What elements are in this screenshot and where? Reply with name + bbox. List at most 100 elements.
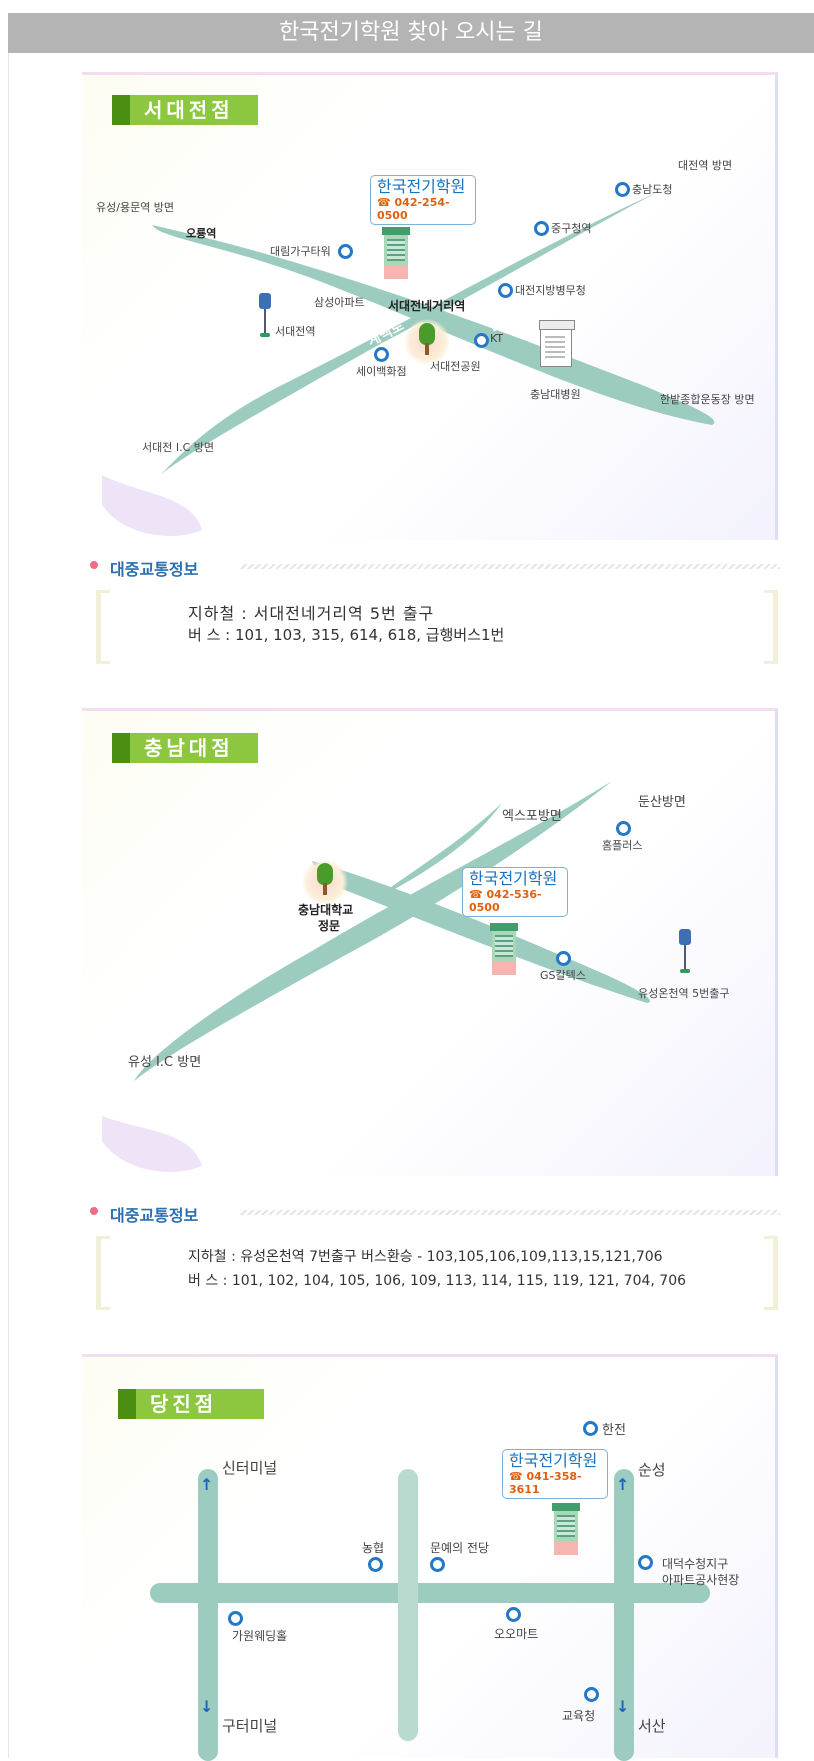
poi-kt[interactable] bbox=[474, 333, 489, 348]
bus-info: 버 스 : 101, 102, 104, 105, 106, 109, 113,… bbox=[188, 1273, 687, 1289]
academy-tel: ☎ 041-358-3611 bbox=[509, 1470, 582, 1496]
bracket-right bbox=[764, 590, 778, 664]
label-daerim: 대림가구타워 bbox=[270, 245, 331, 258]
label-intersection: 서대전네거리역 bbox=[388, 299, 466, 313]
transit-title: 대중교통정보 bbox=[110, 560, 199, 579]
label-daedeok-2: 아파트공사현장 bbox=[662, 1573, 740, 1587]
transit-title: 대중교통정보 bbox=[110, 1206, 199, 1225]
transit-header-chungnam: 대중교통정보 bbox=[90, 1202, 780, 1225]
label-munye: 문예의 전당 bbox=[430, 1541, 490, 1555]
dashed-rule bbox=[240, 1210, 780, 1215]
label-seodae-station: 서대전역 bbox=[275, 325, 316, 338]
poi-hanjeon[interactable] bbox=[583, 1421, 598, 1436]
poi-education[interactable] bbox=[584, 1687, 599, 1702]
map-chungnam: 충남대점 엑스포방면 둔산방면 홈플러스 충남대학교 정문 한국전기학원 ☎ 0… bbox=[82, 708, 778, 1176]
map-dangjin: 당진점 한전 ↑ 신터미널 한국전기학원 ☎ 041-358-3611 ↑ 순성… bbox=[82, 1354, 778, 1761]
bus-stop-icon bbox=[678, 929, 692, 975]
poi-munye[interactable] bbox=[430, 1557, 445, 1572]
label-hanbat-dir: 한밭종합운동장 방면 bbox=[660, 393, 755, 406]
label-yuseong-dir: 유성/용문역 방면 bbox=[96, 201, 175, 214]
branch-name: 서대전점 bbox=[144, 98, 234, 122]
academy-building-icon bbox=[382, 227, 410, 279]
label-sei: 세이백화점 bbox=[356, 365, 407, 378]
tag-mark bbox=[118, 1389, 136, 1419]
poi-oo-mart[interactable] bbox=[506, 1607, 521, 1622]
branch-name: 당진점 bbox=[150, 1392, 218, 1416]
transit-header-seodae: 대중교통정보 bbox=[90, 556, 780, 579]
poi-chungnam-do[interactable] bbox=[615, 182, 630, 197]
label-hospital: 충남대병원 bbox=[530, 388, 581, 401]
transit-info-chungnam: 지하철 : 유성온천역 7번출구 버스환승 - 103,105,106,109,… bbox=[96, 1236, 778, 1310]
label-ic-dir: 서대전 I.C 방면 bbox=[142, 441, 215, 454]
academy-tel: ☎ 042-254-0500 bbox=[377, 196, 450, 222]
label-yuseong-ic: 유성 I.C 방면 bbox=[128, 1055, 202, 1070]
page-title-bar: 한국전기학원 찾아 오시는 길 bbox=[8, 13, 814, 53]
univ-tree-icon bbox=[302, 859, 348, 905]
branch-tag-dangjin: 당진점 bbox=[118, 1389, 264, 1419]
branch-tag-seodae: 서대전점 bbox=[112, 95, 258, 125]
tag-mark bbox=[112, 733, 130, 763]
bus-stop-icon bbox=[258, 293, 272, 339]
label-daedeok-1: 대덕수청지구 bbox=[662, 1557, 729, 1571]
label-hanjeon: 한전 bbox=[602, 1423, 626, 1438]
roads-dangjin bbox=[150, 1469, 710, 1761]
bullet-icon bbox=[90, 561, 98, 569]
poi-nonghyup[interactable] bbox=[368, 1557, 383, 1572]
label-seosan: 서산 bbox=[638, 1717, 666, 1735]
label-sinterminal: 신터미널 bbox=[222, 1459, 278, 1477]
dashed-rule bbox=[240, 564, 780, 569]
label-yuseong-spa: 유성온천역 5번출구 bbox=[638, 987, 730, 1000]
arrow-down-icon: ↓ bbox=[200, 1697, 214, 1716]
arrow-up-icon: ↑ bbox=[616, 1475, 630, 1494]
poi-gs[interactable] bbox=[556, 951, 571, 966]
academy-callout-seodae[interactable]: 한국전기학원 ☎ 042-254-0500 bbox=[370, 175, 476, 225]
label-guterminal: 구터미널 bbox=[222, 1717, 278, 1735]
subway-info: 지하철 : 서대전네거리역 5번 출구 bbox=[188, 604, 435, 623]
poi-daedeok[interactable] bbox=[638, 1555, 653, 1570]
label-gs: GS칼텍스 bbox=[540, 969, 586, 982]
park-tree-icon bbox=[404, 319, 450, 365]
label-homeplus: 홈플러스 bbox=[602, 839, 643, 852]
arrow-up-icon: ↑ bbox=[200, 1475, 214, 1494]
academy-name: 한국전기학원 bbox=[469, 869, 558, 888]
branch-tag-chungnam: 충남대점 bbox=[112, 733, 258, 763]
academy-name: 한국전기학원 bbox=[509, 1451, 598, 1470]
label-education: 교육청 bbox=[562, 1709, 596, 1723]
academy-callout-dangjin[interactable]: 한국전기학원 ☎ 041-358-3611 bbox=[502, 1449, 608, 1499]
poi-sei[interactable] bbox=[374, 347, 389, 362]
page-title: 한국전기학원 찾아 오시는 길 bbox=[279, 20, 543, 45]
label-park: 서대전공원 bbox=[430, 360, 481, 373]
bracket-left bbox=[96, 590, 110, 664]
label-junggu: 중구청역 bbox=[551, 222, 592, 235]
bracket-left bbox=[96, 1236, 110, 1310]
label-samsung-apt: 삼성아파트 bbox=[314, 296, 365, 309]
map-seodae: 서대전점 대전역 방면 충남도청 유성/용문역 방면 오룡역 한국전기학원 ☎ … bbox=[82, 72, 778, 540]
academy-tel: ☎ 042-536-0500 bbox=[469, 888, 542, 914]
poi-gawon[interactable] bbox=[228, 1611, 243, 1626]
bracket-right bbox=[764, 1236, 778, 1310]
label-kt: KT bbox=[490, 332, 504, 345]
label-chungnam-do: 충남도청 bbox=[632, 183, 673, 196]
label-univ-gate-2: 정문 bbox=[318, 919, 341, 933]
bus-info: 버 스 : 101, 103, 315, 614, 618, 급행버스1번 bbox=[188, 626, 505, 644]
label-oryong: 오룡역 bbox=[186, 227, 217, 240]
academy-callout-chungnam[interactable]: 한국전기학원 ☎ 042-536-0500 bbox=[462, 867, 568, 917]
poi-junggu[interactable] bbox=[534, 221, 549, 236]
tag-mark bbox=[112, 95, 130, 125]
arrow-down-icon: ↓ bbox=[616, 1697, 630, 1716]
hospital-icon bbox=[539, 320, 575, 367]
label-suncheong: 순성 bbox=[638, 1461, 666, 1479]
label-expo-dir: 엑스포방면 bbox=[502, 809, 562, 824]
poi-homeplus[interactable] bbox=[616, 821, 631, 836]
transit-info-seodae: 지하철 : 서대전네거리역 5번 출구 버 스 : 101, 103, 315,… bbox=[96, 590, 778, 664]
label-dunsan-dir: 둔산방면 bbox=[638, 795, 686, 810]
label-oo-mart: 오오마트 bbox=[494, 1627, 539, 1641]
label-daejeon-station-dir: 대전역 방면 bbox=[678, 159, 733, 172]
label-nonghyup: 농협 bbox=[362, 1541, 385, 1555]
left-divider bbox=[8, 53, 9, 1758]
label-gawon: 가원웨딩홀 bbox=[232, 1629, 288, 1643]
poi-daerim[interactable] bbox=[338, 244, 353, 259]
academy-name: 한국전기학원 bbox=[377, 177, 466, 196]
label-court: 대전지방병무청 bbox=[515, 284, 586, 297]
poi-court[interactable] bbox=[498, 283, 513, 298]
